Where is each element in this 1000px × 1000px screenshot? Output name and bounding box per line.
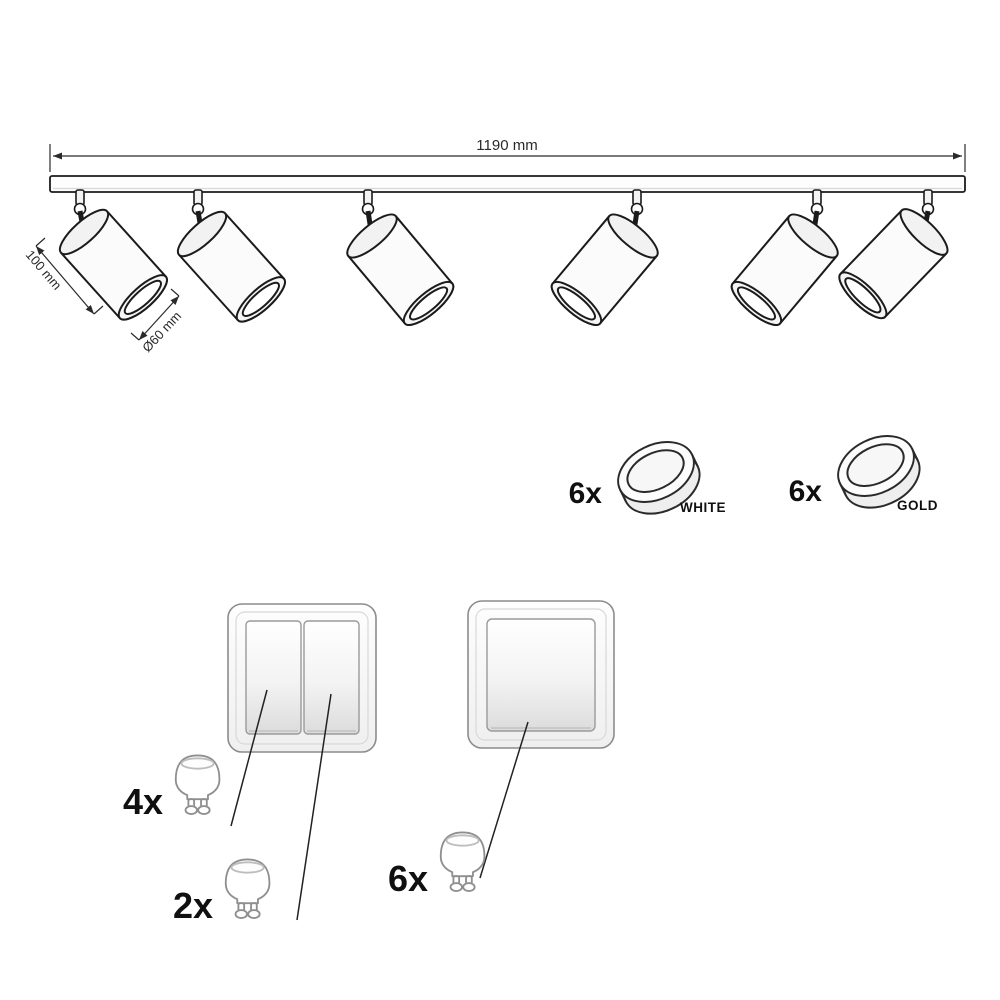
- extension-tick: [130, 332, 140, 341]
- bulb-group-6x: 6x: [388, 831, 486, 899]
- spotlight-1: [52, 189, 174, 327]
- ring-white-label: WHITE: [680, 500, 726, 515]
- bulb-qty-4x: 4x: [123, 781, 163, 822]
- connector-left-rocker-to-4x: [230, 689, 268, 827]
- ceiling-track-bar: [49, 175, 966, 193]
- double-switch-right-rocker: [303, 620, 360, 735]
- connector-right-rocker-to-2x: [296, 693, 332, 921]
- ring-gold-group: 6x GOLD: [789, 423, 938, 521]
- switch-plate-inner-frame: [235, 611, 369, 745]
- dimension-1190mm: 1190 mm: [49, 137, 966, 172]
- single-switch-icon: [467, 600, 615, 749]
- dimension-line: [138, 295, 180, 341]
- spotlight-5: [724, 189, 845, 333]
- gu10-bulb-icon: [174, 754, 221, 816]
- track-bar: [49, 175, 966, 193]
- dimension-line: [35, 245, 95, 315]
- bulb-qty-2x: 2x: [173, 885, 213, 926]
- spotlight-6: [832, 189, 955, 326]
- ring-white-qty: 6x: [569, 477, 603, 510]
- spotlight-2: [170, 189, 292, 329]
- gu10-bulb-icon: [224, 858, 271, 920]
- spot-cylinder: [832, 201, 955, 326]
- spot-length-label: 100 mm: [23, 247, 65, 292]
- spot-cylinder: [52, 202, 174, 327]
- gu10-bulb-icon: [439, 831, 486, 893]
- spot-cylinder: [724, 207, 845, 333]
- switch-plate-inner-frame: [475, 608, 607, 741]
- spotlight-3: [340, 189, 461, 333]
- spot-cylinder: [544, 207, 665, 333]
- extension-tick: [170, 288, 180, 297]
- double-switch-icon: [227, 603, 377, 753]
- ring-gold-label: GOLD: [897, 498, 938, 513]
- extension-tick: [35, 237, 46, 247]
- bulb-group-2x: 2x: [173, 858, 271, 926]
- spot-cylinder: [340, 207, 461, 333]
- double-switch-left-rocker: [245, 620, 302, 735]
- spotlight-4: [544, 189, 665, 333]
- ring-white-group: 6x WHITE: [569, 429, 726, 527]
- spot-cylinder: [170, 204, 292, 329]
- bulb-group-4x: 4x: [123, 754, 221, 822]
- extension-tick: [93, 305, 104, 315]
- ring-gold-qty: 6x: [789, 475, 823, 508]
- connector-single-rocker-to-6x: [479, 721, 529, 879]
- track-length-label: 1190 mm: [476, 137, 537, 154]
- single-switch-rocker: [486, 618, 596, 732]
- bulb-qty-6x: 6x: [388, 858, 428, 899]
